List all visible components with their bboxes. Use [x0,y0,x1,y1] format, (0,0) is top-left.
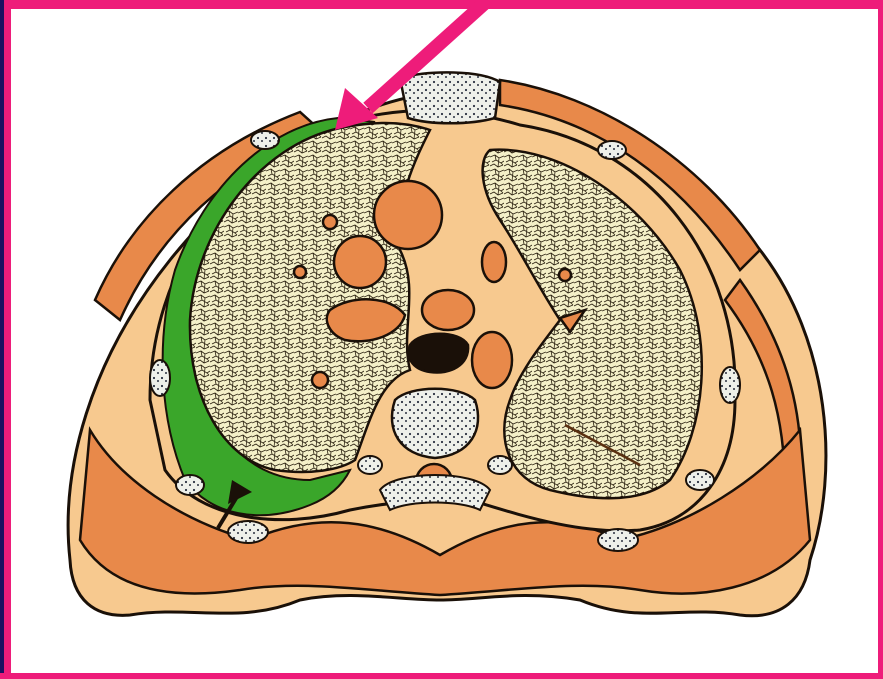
vertebral-body [392,389,478,458]
descending-aorta [472,332,512,388]
rib [176,475,204,495]
rib [598,141,626,159]
transverse-process [358,456,382,474]
left-pulmonary-artery [482,242,506,282]
rib [150,360,170,396]
rib [720,367,740,403]
rib [228,521,268,543]
lymph-node [323,215,337,229]
rib [686,470,714,490]
superior-vena-cava [334,236,386,288]
trachea-bronchus [409,334,468,373]
sternum [400,72,500,123]
transverse-process [488,456,512,474]
lymph-node [559,269,571,281]
lymph-node [294,266,306,278]
rib [598,529,638,551]
esophagus [422,290,474,330]
lymph-node [312,372,328,388]
ascending-aorta [374,181,442,249]
rib [251,131,279,149]
